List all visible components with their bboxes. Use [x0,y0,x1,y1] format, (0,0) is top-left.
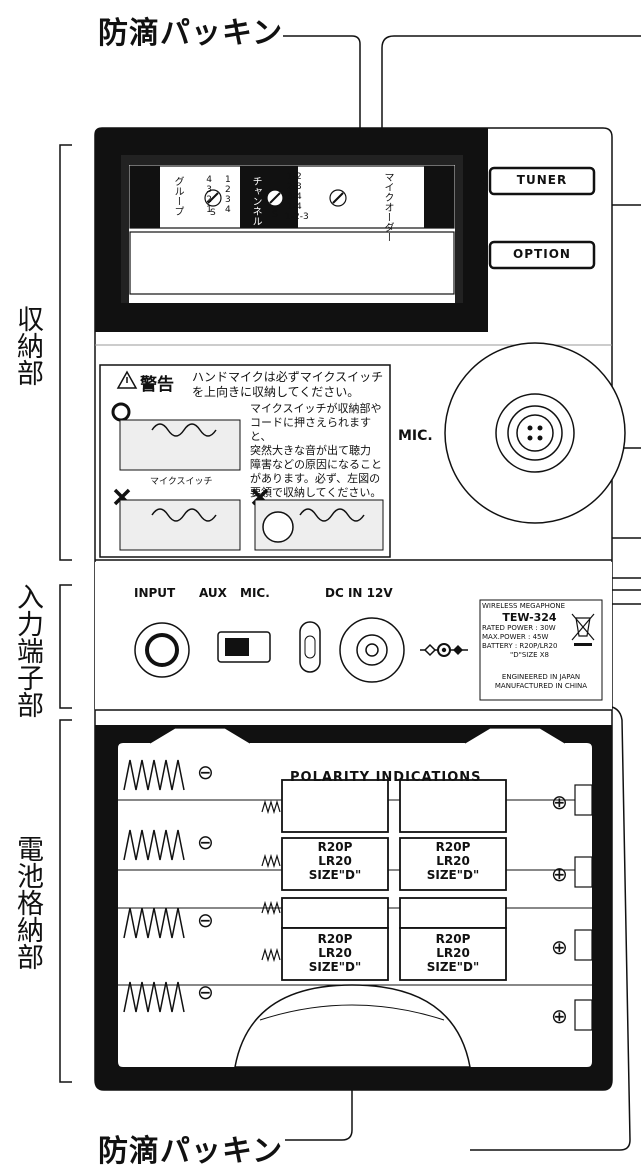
tuner-label: TUNER [516,173,568,187]
dip-order-123: 1-2-3 [285,212,309,222]
polarity-symbol-icon [420,643,468,657]
mic-label: MIC. [398,428,433,444]
option-slot [129,231,455,295]
dip-group-s: S [210,208,216,218]
section-label-battery: 電池格納部 [12,835,43,970]
rating-plate-text: WIRELESS MEGAPHONE TEW-324 RATED POWER :… [482,602,566,659]
bottom-gasket-label: 防滴パッキン [98,1134,284,1169]
dip-order-s: S [272,210,278,220]
warning-triangle-icon [116,370,138,389]
top-gasket-label: 防滴パッキン [98,16,284,51]
section-brackets [59,144,72,1083]
option-badge [488,240,596,270]
option-label: OPTION [513,247,571,261]
ng-illustration-1 [119,499,241,551]
aux-label: AUX [199,586,227,600]
plus-icon-3: ⊕ [551,935,568,959]
ok-illustration [119,419,241,471]
minus-icon-4: ⊖ [197,980,214,1004]
plus-icon-2: ⊕ [551,862,568,886]
minus-icon-1: ⊖ [197,760,214,784]
minus-icon-3: ⊖ [197,908,214,932]
tuner-badge [488,166,596,196]
warning-title: 警告 [140,375,174,395]
mic-input-label: MIC. [240,586,270,600]
dc-label: DC IN 12V [325,586,393,600]
warning-switch-label: マイクスイッチ [150,477,213,487]
rating-plate [479,599,603,701]
polarity-heading: POLARITY INDICATIONS [290,770,482,785]
battery-outlines [281,779,507,981]
plus-icon-4: ⊕ [551,1004,568,1028]
dip-group-label: グループ [172,176,183,216]
minus-icon-2: ⊖ [197,830,214,854]
warning-body: マイクスイッチが収納部やコードに押さえられますと、突然大きな音が出て聴力 障害な… [250,402,382,499]
weee-bin-icon [571,613,595,646]
rating-plate-origin: ENGINEERED IN JAPAN MANUFACTURED IN CHIN… [494,673,588,690]
battery-door-tab[interactable] [234,984,471,1068]
plus-icon-1: ⊕ [551,790,568,814]
section-label-input-terminal: 入力端子部 [12,583,43,718]
battery-contacts [574,784,593,1031]
mic-connector [516,414,554,452]
dip-channel-label: チャンネル [250,176,261,226]
input-label: INPUT [134,586,176,600]
warning-lead: ハンドマイクは必ずマイクスイッチを上向きに収納してください。 [192,370,384,399]
dip-mic-order-label: マイクオーダー [382,172,393,242]
section-label-storage: 収納部 [12,305,43,386]
battery-springs [123,759,185,1013]
